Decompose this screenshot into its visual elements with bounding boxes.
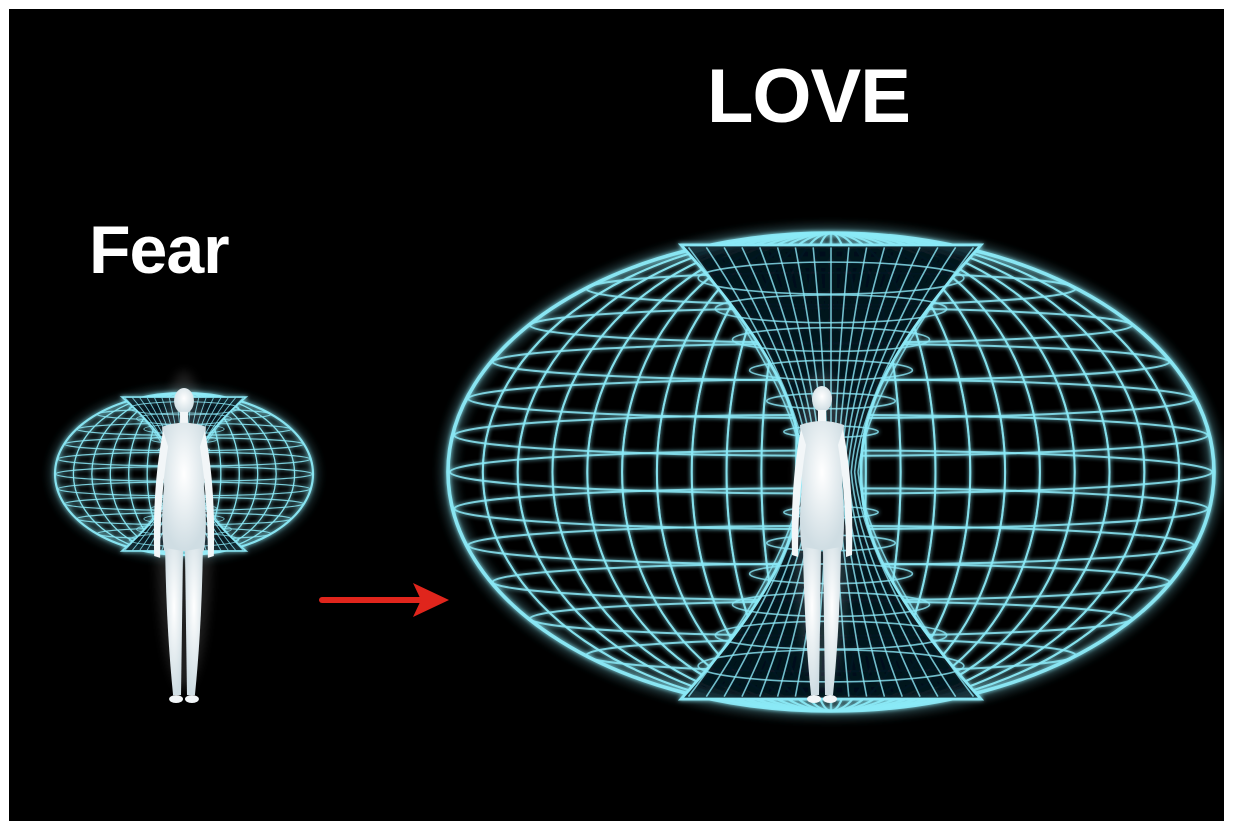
- figure-neck: [818, 410, 826, 422]
- image-frame: LOVE Fear: [9, 9, 1224, 821]
- figure-torso: [800, 421, 844, 550]
- figure-right-leg: [823, 547, 841, 695]
- figure-right-foot: [184, 695, 199, 704]
- fear-label: Fear: [89, 212, 230, 288]
- figure-right-leg: [184, 547, 203, 696]
- fear-human-figure: [153, 371, 215, 704]
- vortex-ring: [697, 261, 965, 295]
- vortex-line: [850, 246, 939, 473]
- vortex-line: [857, 246, 975, 473]
- figure-left-foot: [807, 695, 821, 703]
- scene-illustration: [51, 227, 1220, 717]
- figure-left-leg: [165, 547, 184, 696]
- figure-left-arm: [153, 430, 169, 558]
- vortex-line: [853, 471, 957, 698]
- love-human-figure: [791, 369, 853, 703]
- vortex-ring: [714, 294, 948, 324]
- figure-head: [174, 387, 194, 414]
- figure-left-foot: [169, 695, 184, 704]
- figure-left-leg: [803, 547, 821, 695]
- torus-glow: [442, 227, 1220, 717]
- vortex-line: [850, 471, 939, 698]
- figure-torso: [162, 422, 206, 551]
- figure-neck: [180, 411, 188, 424]
- vortex-ring: [731, 326, 931, 353]
- transition-arrow: [319, 583, 449, 617]
- figure-right-foot: [823, 695, 837, 703]
- figure-left-arm: [791, 429, 806, 557]
- vortex-line: [853, 246, 957, 473]
- figure-right-arm: [199, 430, 215, 558]
- vortex-line: [847, 246, 921, 473]
- figure-right-arm: [838, 429, 853, 557]
- vortex-line: [857, 471, 975, 698]
- love-label: LOVE: [707, 54, 911, 139]
- figure-head: [812, 386, 832, 412]
